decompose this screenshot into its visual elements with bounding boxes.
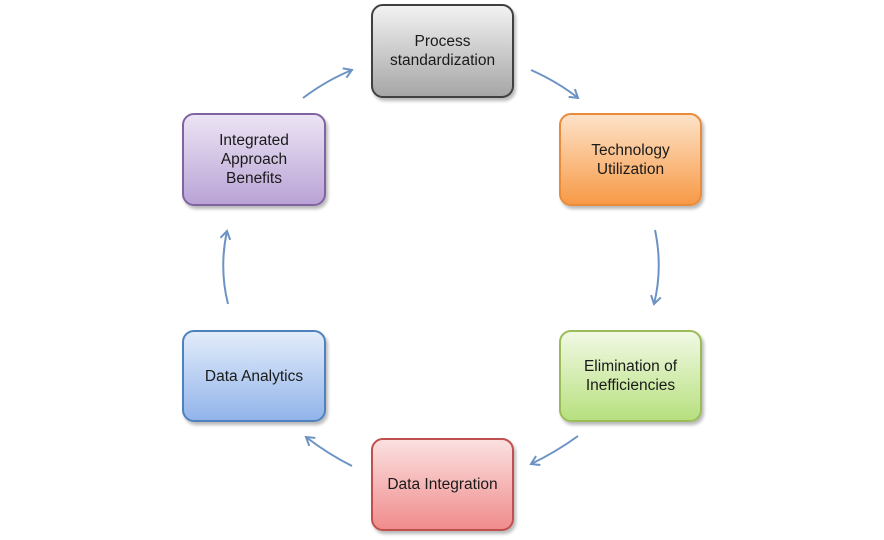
node-data-integration: Data Integration	[371, 438, 514, 531]
node-technology-utilization: Technology Utilization	[559, 113, 702, 206]
node-data-analytics: Data Analytics	[182, 330, 326, 422]
node-process-standardization: Process standardization	[371, 4, 514, 98]
node-integrated-approach-benefits: Integrated Approach Benefits	[182, 113, 326, 206]
arrow-benefits-to-process	[302, 67, 354, 99]
node-elimination-of-inefficiencies: Elimination of Inefficiencies	[559, 330, 702, 422]
arrow-elimination-to-integration	[529, 435, 579, 467]
arrow-process-to-technology	[530, 69, 580, 100]
arrow-integration-to-analytics	[304, 435, 353, 467]
arrow-technology-to-elimination	[650, 229, 662, 306]
arrow-analytics-to-benefits	[219, 229, 232, 305]
